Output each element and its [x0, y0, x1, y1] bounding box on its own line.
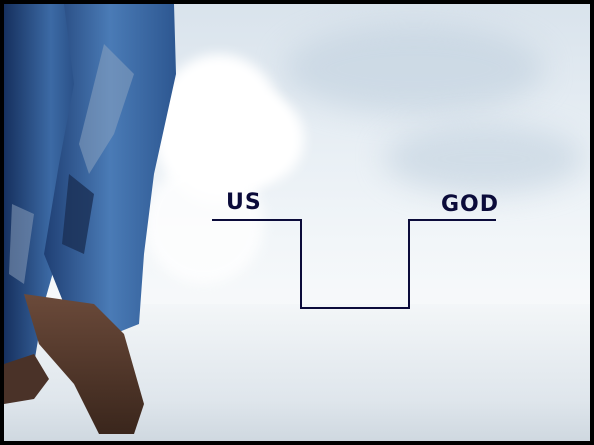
chasm-line — [212, 220, 496, 308]
label-us: US — [226, 190, 262, 215]
label-god: GOD — [441, 192, 499, 217]
gap-diagram — [4, 4, 590, 441]
slide: US GOD — [4, 4, 590, 441]
